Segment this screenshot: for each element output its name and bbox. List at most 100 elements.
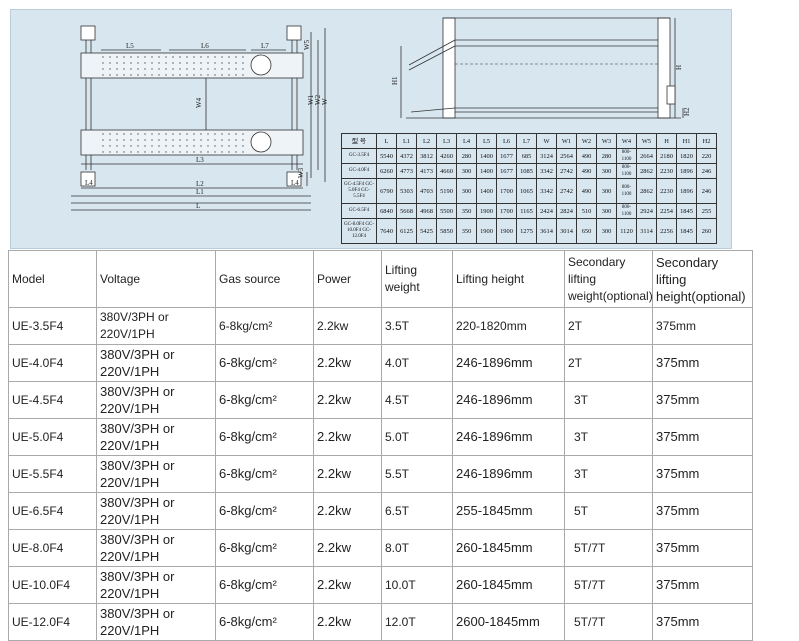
runway-dot: [242, 151, 244, 153]
dim-model-cell: GC-3.5F4: [341, 148, 377, 164]
runway-dot: [200, 56, 202, 58]
dim-value-cell: 2742: [556, 178, 577, 204]
dim-value-cell: 300: [596, 163, 617, 179]
dim-header-cell: W5: [636, 133, 657, 149]
dim-value-cell: 3014: [556, 218, 577, 244]
voltage-line: 220V/1PH: [100, 586, 160, 601]
spec-cell-weight: 4.5T: [381, 381, 453, 419]
label-L: L: [196, 202, 200, 210]
spec-cell-sec-height: 375mm: [652, 603, 753, 641]
voltage-line: 380V/3PH or: [100, 347, 175, 362]
cell-text: 2.2kw: [317, 540, 351, 555]
runway-dot: [144, 145, 146, 147]
runway-dot: [179, 145, 181, 147]
spec-cell-model: UE-8.0F4: [8, 529, 97, 567]
runway-dot: [179, 151, 181, 153]
spec-header-cell: Model: [8, 250, 97, 308]
spec-cell-model: UE-3.5F4: [8, 307, 97, 345]
runway-dot: [228, 74, 230, 76]
runway-dot: [214, 62, 216, 64]
dim-header-cell: W4: [616, 133, 637, 149]
dim-value-cell: 2824: [556, 203, 577, 219]
runway-dot: [116, 139, 118, 141]
dim-value-cell: 3342: [536, 178, 557, 204]
cell-text: 6-8kg/cm²: [219, 466, 277, 481]
cell-text: 375mm: [656, 614, 700, 629]
runway-dot: [207, 56, 209, 58]
dim-value-cell: 2664: [636, 148, 657, 164]
voltage-line: 380V/3PH or: [100, 458, 175, 473]
spec-cell-sec-height: 375mm: [652, 418, 753, 456]
cell-text: 6-8kg/cm²: [219, 577, 277, 592]
runway-dot: [109, 56, 111, 58]
voltage-line: 220V/1PH: [100, 364, 160, 379]
dim-header-cell: 型 号: [341, 133, 377, 149]
voltage-line: 380V/3PH or: [100, 421, 175, 436]
runway-dot: [165, 151, 167, 153]
runway-dot: [228, 56, 230, 58]
cell-text: 10.0T: [385, 577, 416, 592]
runway-dot: [151, 74, 153, 76]
runway-dot: [186, 56, 188, 58]
runway-dot: [179, 74, 181, 76]
runway-dot: [123, 74, 125, 76]
cell-text: 375mm: [656, 577, 700, 592]
dim-value-cell: 300: [456, 163, 477, 179]
runway-dot: [214, 139, 216, 141]
runway-dot: [137, 68, 139, 70]
runway-dot: [235, 74, 237, 76]
dim-value-cell: 300: [596, 218, 617, 244]
runway-dot: [214, 145, 216, 147]
cell-text: 2.2kw: [317, 466, 351, 481]
runway-dot: [130, 145, 132, 147]
runway-dot: [193, 145, 195, 147]
label-L6: L6: [201, 42, 209, 50]
runway-dot: [165, 133, 167, 135]
dim-value-cell: 280: [456, 148, 477, 164]
runway-dot: [207, 74, 209, 76]
spec-cell-sec-weight: 5T/7T: [564, 603, 653, 641]
cell-text: 6-8kg/cm²: [219, 355, 277, 370]
dim-value-cell: 300: [596, 178, 617, 204]
spec-cell-gas: 6-8kg/cm²: [215, 381, 314, 419]
runway-dot: [228, 145, 230, 147]
runway-dot: [228, 68, 230, 70]
dim-value-cell: 4773: [396, 163, 417, 179]
label-L1: L1: [196, 188, 204, 196]
dim-value-cell: 3342: [536, 163, 557, 179]
dim-value-cell: 2256: [656, 218, 677, 244]
cell-text: 2.2kw: [317, 355, 351, 370]
label-W4: W4: [195, 97, 203, 108]
runway-dot: [130, 74, 132, 76]
dim-value-cell: 1896: [676, 178, 697, 204]
spec-header-cell: Power: [313, 250, 382, 308]
runway-dot: [228, 139, 230, 141]
dim-value-cell: 4703: [416, 178, 437, 204]
spec-cell-sec-weight: 3T: [564, 418, 653, 456]
lift-drawing-svg: L5 L6 L7 L3 L2 L1 L L4 L4 W4 W1 W2 W3 W …: [71, 17, 717, 244]
runway-dot: [158, 151, 160, 153]
dim-value-cell: 4260: [436, 148, 457, 164]
dim-value-cell: 6125: [396, 218, 417, 244]
header-line: height(optional): [656, 288, 746, 304]
dim-value-cell: 1400: [476, 163, 497, 179]
runway-dot: [116, 56, 118, 58]
dim-value-cell: 3114: [636, 218, 657, 244]
spec-cell-sec-height: 375mm: [652, 307, 753, 345]
runway-dot: [137, 133, 139, 135]
dim-value-cell: 1900: [476, 203, 497, 219]
cell-text: 246-1896mm: [456, 429, 533, 444]
dim-header-cell: L5: [476, 133, 497, 149]
runway-dot: [130, 68, 132, 70]
dim-value-cell: 1845: [676, 203, 697, 219]
runway-dot: [186, 145, 188, 147]
dim-value-cell: 490: [576, 178, 597, 204]
dim-header-cell: H2: [696, 133, 717, 149]
cell-text: 246-1896mm: [456, 355, 533, 370]
dim-value-cell: 350: [456, 218, 477, 244]
